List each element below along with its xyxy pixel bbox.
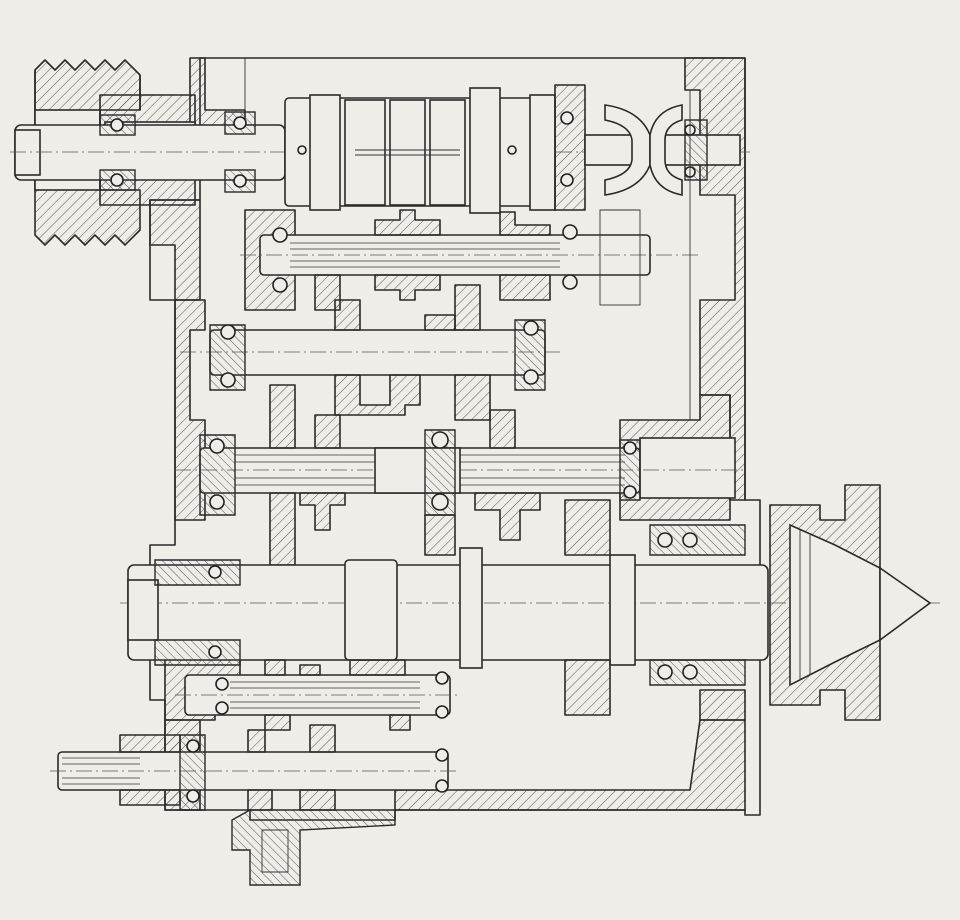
shaft-3 — [180, 284, 560, 421]
multi-disc-clutch — [284, 84, 586, 214]
spindle-nose — [769, 484, 932, 721]
output-shaft — [50, 724, 460, 811]
input-shaft — [10, 111, 750, 193]
shaft-4 — [175, 384, 745, 566]
shaft-2 — [240, 209, 700, 311]
main-spindle — [120, 499, 940, 716]
internal-detail-lines — [244, 58, 735, 420]
shaft-5 — [175, 659, 460, 731]
shaft-coupling — [584, 104, 741, 196]
